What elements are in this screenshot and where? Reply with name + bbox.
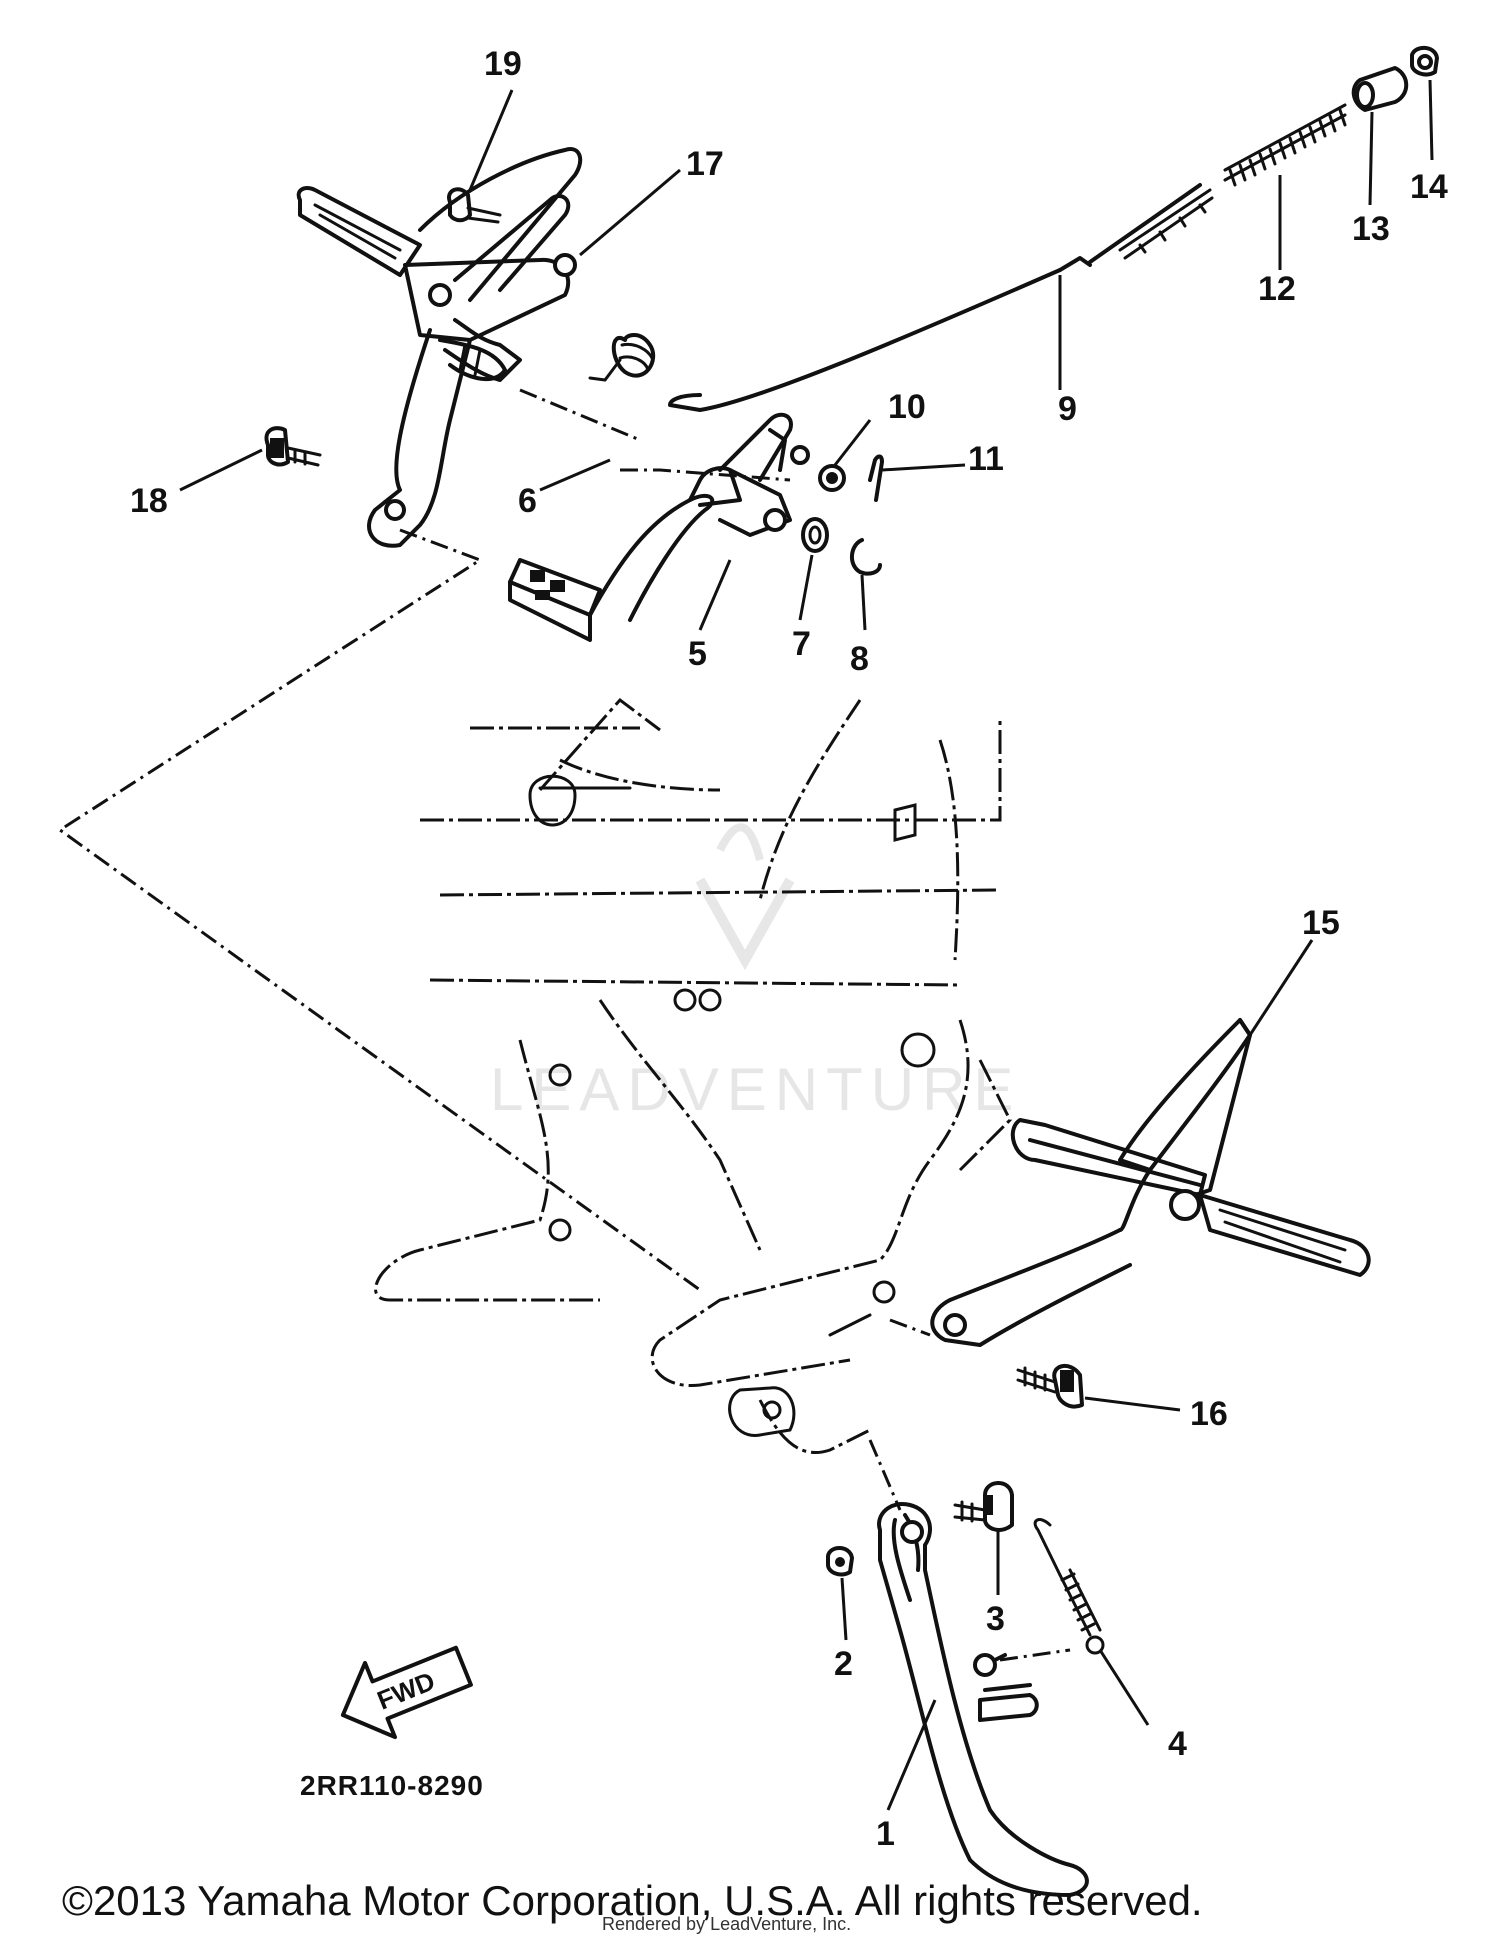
reference-line-pedal [620,468,791,482]
frame-outline [374,697,1012,1455]
callout-11: 11 [968,440,1004,478]
part-11-cotter-pin [868,454,884,502]
rod-thread [1118,188,1214,260]
callout-9: 9 [1058,390,1077,428]
callout-labels: 19 17 18 6 10 11 9 12 13 14 5 7 8 15 16 … [130,45,1448,1853]
callout-2: 2 [834,1645,853,1683]
part-9-brake-rod [668,183,1202,412]
fwd-arrow: FWD [340,1645,473,1740]
callout-16: 16 [1190,1395,1228,1433]
copyright-text: ©2013 Yamaha Motor Corporation, U.S.A. A… [62,1877,1203,1924]
part-17-footrest-bracket [367,147,583,548]
leader-lines [179,79,1434,1811]
part-16-bolt [1016,1364,1084,1409]
callout-19: 19 [484,45,522,83]
part-14-nut [1410,45,1439,77]
callout-1: 1 [876,1815,895,1853]
callout-17: 17 [686,145,724,183]
reference-line-18 [57,528,701,1292]
part-3-bolt [953,1481,1014,1532]
left-footpeg [296,186,507,382]
reference-line-6 [519,388,641,442]
watermark-logo [695,823,795,971]
callout-12: 12 [1258,270,1296,308]
callout-13: 13 [1352,210,1390,248]
part-5-brake-pedal [508,412,810,642]
callout-5: 5 [688,635,707,673]
part-12-spring [1223,103,1347,187]
part-10-nut [818,464,846,492]
callout-14: 14 [1410,168,1448,206]
callout-6: 6 [518,482,537,520]
part-4-spring [1033,1518,1105,1655]
callout-7: 7 [792,625,811,663]
right-footpeg [1198,1193,1371,1277]
callout-18: 18 [130,482,168,520]
part-18-bolt [264,426,322,467]
callout-10: 10 [888,388,926,426]
part-2-nut [826,1546,854,1577]
part-19-bolt [447,187,502,224]
part-7-washer [801,517,829,553]
diagram-code: 2RR110-8290 [300,1770,484,1801]
fwd-label: FWD [373,1666,439,1716]
callout-15: 15 [1302,904,1340,942]
rendered-by-text: Rendered by LeadVenture, Inc. [602,1914,851,1934]
part-8-clip [850,538,882,576]
callout-8: 8 [850,640,869,678]
part-15-footrest-bracket [930,1018,1252,1347]
callout-4: 4 [1168,1725,1187,1763]
part-6-spring [588,333,656,382]
callout-3: 3 [986,1600,1005,1638]
part-1-side-stand [877,1502,1089,1897]
watermark-text: LEADVENTURE [490,1056,1021,1123]
reference-line-16 [889,1318,931,1337]
reference-line-4 [999,1648,1071,1662]
part-13-joint [1351,66,1409,112]
reference-line-1 [868,1439,902,1511]
